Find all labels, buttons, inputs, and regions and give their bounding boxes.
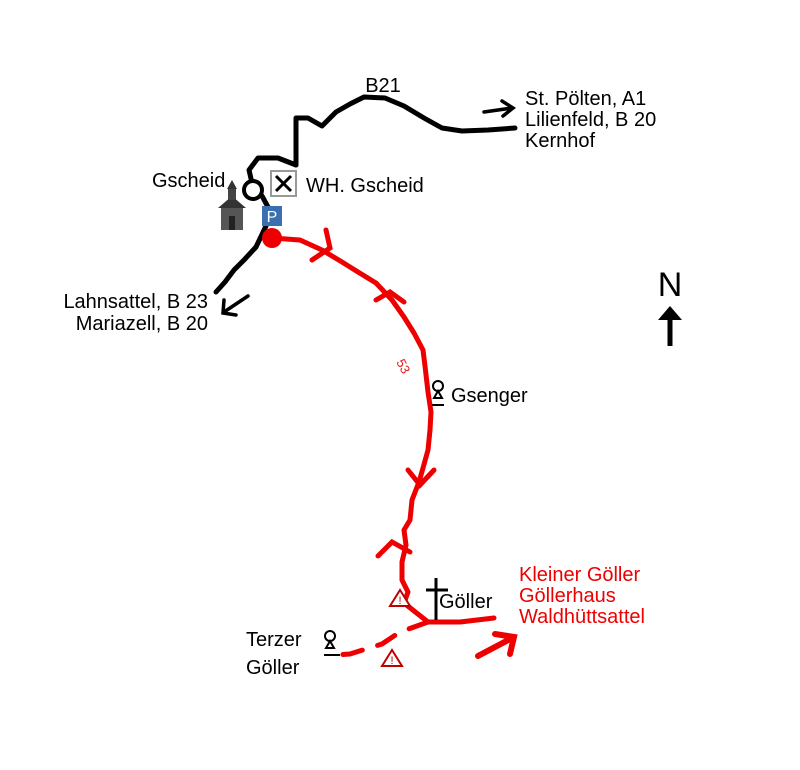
route-terzer-dashed: [333, 619, 431, 658]
destination-lilienfeld: Lilienfeld, B 20: [525, 109, 656, 131]
continuation-gollerhaus: Göllerhaus: [519, 585, 616, 607]
route-chevrons: [309, 227, 437, 559]
place-gscheid: Gscheid: [152, 170, 225, 192]
destination-st-poelten: St. Pölten, A1: [525, 88, 646, 110]
warning-icon: !: [380, 648, 404, 667]
svg-text:!: !: [398, 595, 401, 607]
north-arrow-icon: [658, 306, 682, 346]
north-label: N: [658, 266, 683, 304]
junction-gscheid: [242, 179, 264, 201]
terzer-label-line1: Terzer: [246, 629, 302, 651]
road-label-b21: B21: [365, 75, 401, 97]
direction-arrow-icon: [482, 99, 517, 118]
continuation-kleiner-goller: Kleiner Göller: [519, 564, 641, 586]
summit-cross-icon: [426, 578, 448, 620]
parking-label: P: [267, 209, 278, 226]
destination-lahnsattel: Lahnsattel, B 23: [63, 291, 208, 313]
warning-icon: !: [388, 588, 412, 607]
hiking-route: [269, 235, 497, 658]
continuation-waldhuettsattel: Waldhüttsattel: [519, 606, 645, 628]
direction-arrow-icon: [221, 294, 250, 317]
restaurant-icon: [270, 170, 297, 197]
inn-label: WH. Gscheid: [306, 175, 424, 197]
terzer-label-line2: Göller: [246, 657, 300, 679]
destination-kernhof: Kernhof: [525, 130, 595, 152]
svg-text:!: !: [390, 655, 393, 667]
summit-goller-label: Göller: [439, 591, 493, 613]
destination-mariazell: Mariazell, B 20: [76, 313, 208, 335]
start-point-icon: [262, 228, 282, 248]
peak-gsenger-label: Gsenger: [451, 385, 528, 407]
route-main: [269, 235, 497, 625]
road-b21: [293, 94, 518, 168]
church-icon: [218, 180, 246, 230]
trail-number: 53: [393, 356, 413, 376]
peak-icon: [432, 380, 444, 406]
parking-icon: P: [262, 206, 282, 226]
peak-icon: [324, 630, 340, 656]
direction-arrow-icon: [475, 631, 518, 659]
